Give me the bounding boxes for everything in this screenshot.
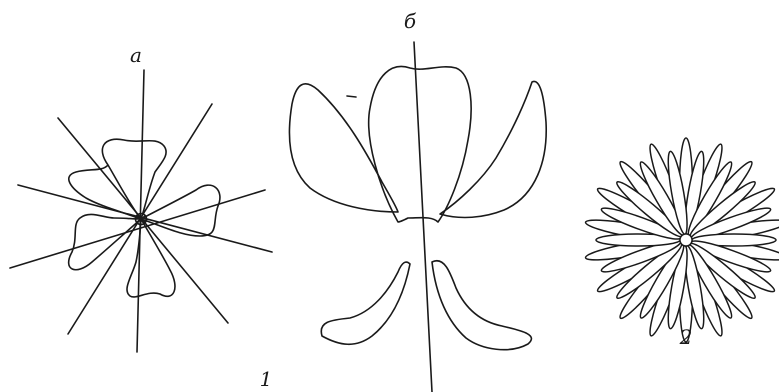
flower-center xyxy=(134,212,148,226)
composite-petal xyxy=(687,161,733,236)
composite-petal xyxy=(595,233,681,247)
flower-center-hatch xyxy=(136,215,146,223)
figure-number-2: 2 xyxy=(679,325,693,349)
right-lower-petal xyxy=(431,259,533,351)
radial-flower-diagram: а xyxy=(9,43,273,353)
figure-number-1: 1 xyxy=(260,367,273,391)
composite-petal xyxy=(616,181,683,238)
composite-petal xyxy=(639,244,685,319)
composite-petal xyxy=(684,150,705,235)
composite-petal xyxy=(616,242,683,299)
top-petal xyxy=(367,65,472,223)
composite-petal xyxy=(689,242,756,299)
composite-flower-diagram: 2 xyxy=(584,137,779,349)
radial-flower-outline xyxy=(67,138,221,298)
composite-petal xyxy=(689,181,756,238)
composite-petal xyxy=(690,207,772,240)
composite-petal xyxy=(690,240,772,273)
symmetry-axis xyxy=(9,189,266,269)
symmetry-axes xyxy=(9,69,273,353)
composite-petal xyxy=(691,233,777,247)
composite-petal xyxy=(667,150,688,235)
figure-label-b: б xyxy=(404,9,417,33)
left-upper-petal xyxy=(288,83,399,213)
composite-petal xyxy=(684,245,705,330)
composite-petal xyxy=(667,245,688,330)
left-lower-petal xyxy=(320,261,411,346)
composite-petals xyxy=(584,137,779,343)
composite-petal xyxy=(600,240,682,273)
bilateral-flower-diagram: б xyxy=(288,9,547,392)
composite-petal xyxy=(687,244,733,319)
figure-label-a: а xyxy=(130,43,142,67)
composite-petal xyxy=(600,207,682,240)
right-upper-petal xyxy=(439,80,547,219)
symmetry-axis xyxy=(17,184,273,253)
symmetry-axis xyxy=(136,69,145,353)
petal-stub xyxy=(346,95,357,98)
composite-petal xyxy=(639,161,685,236)
